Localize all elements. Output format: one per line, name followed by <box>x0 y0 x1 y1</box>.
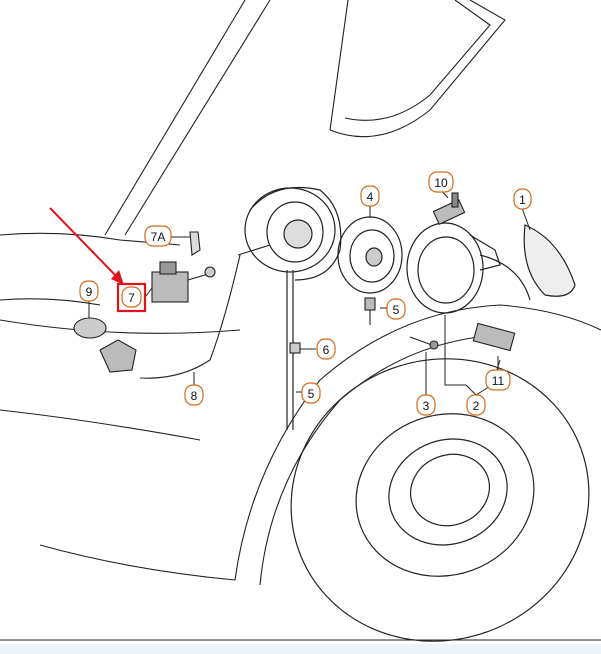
callout-2: 2 <box>466 394 486 416</box>
callout-9-label: 9 <box>86 285 93 299</box>
callout-3-label: 3 <box>423 399 430 413</box>
bracket-part <box>189 231 201 256</box>
callout-3: 3 <box>416 394 436 416</box>
callout-4: 4 <box>360 185 380 207</box>
callout-7a: 7A <box>144 225 172 247</box>
footer-bar <box>0 644 601 654</box>
lock-actuator <box>151 261 216 303</box>
clip-part <box>289 342 301 354</box>
highlight-arrow <box>49 207 124 285</box>
callout-2-label: 2 <box>473 399 480 413</box>
callout-10-label: 10 <box>434 176 448 190</box>
callout-5-upper: 5 <box>386 298 406 320</box>
flap-bracket <box>406 222 501 314</box>
callout-11: 11 <box>485 369 511 391</box>
fastener-part <box>364 297 376 325</box>
actuator-part <box>432 192 466 225</box>
callout-7: 7 <box>121 286 142 308</box>
callout-5-upper-label: 5 <box>393 303 400 317</box>
callout-5-lower-label: 5 <box>308 387 315 401</box>
screw-part <box>409 336 439 350</box>
callout-10: 10 <box>428 171 454 193</box>
seal-ring <box>337 216 403 294</box>
callout-9: 9 <box>79 280 99 302</box>
callout-8-label: 8 <box>191 389 198 403</box>
release-cable <box>139 244 271 379</box>
highlight-box <box>116 282 147 313</box>
callout-1-label: 1 <box>519 193 526 207</box>
callout-7a-label: 7A <box>151 230 166 244</box>
callout-4-label: 4 <box>367 190 374 204</box>
wheel-illustration <box>290 358 590 642</box>
callout-7-label: 7 <box>128 291 135 305</box>
callout-11-label: 11 <box>492 374 505 388</box>
callout-1: 1 <box>513 188 532 210</box>
fuel-flap <box>479 224 576 301</box>
callout-6: 6 <box>316 338 336 360</box>
fuel-filler-housing <box>244 187 342 430</box>
callout-5-lower: 5 <box>301 382 321 404</box>
callout-6-label: 6 <box>323 343 330 357</box>
connector-part <box>472 322 516 352</box>
fuel-cap <box>73 317 137 373</box>
callout-8: 8 <box>184 384 204 406</box>
